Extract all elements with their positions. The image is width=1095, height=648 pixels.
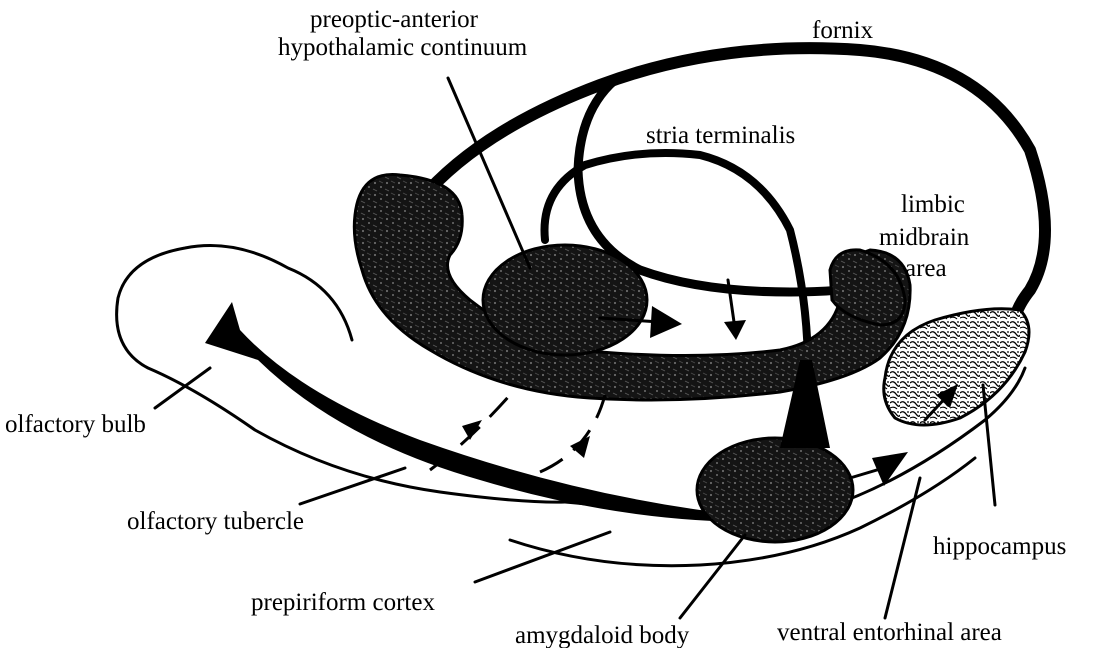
hypothalamic-nucleus bbox=[483, 245, 647, 355]
fornix-label: fornix bbox=[812, 17, 874, 44]
limbic-label-line2: midbrain bbox=[879, 224, 970, 251]
hippocampus-label: hippocampus bbox=[933, 533, 1066, 560]
preoptic-label-line1: preoptic-anterior bbox=[310, 6, 479, 33]
olfactory-projection-arrow-2 bbox=[570, 436, 590, 458]
olfactory-projection-dashed-2 bbox=[540, 395, 605, 472]
ventral-entorhinal-label: ventral entorhinal area bbox=[777, 619, 1002, 646]
preoptic-arrow-head bbox=[650, 306, 682, 338]
limbic-label-line1: limbic bbox=[901, 191, 965, 218]
limbic-label-line3: area bbox=[905, 255, 947, 282]
hippocampus-shape bbox=[884, 309, 1029, 425]
ventral-entorhinal-pointer-line bbox=[885, 478, 920, 618]
olfactory-projection-arrow-1 bbox=[462, 420, 482, 440]
stria-terminalis-label: stria terminalis bbox=[646, 122, 795, 149]
amygdaloid-body-pointer-line bbox=[680, 535, 745, 618]
stria-arrow-head bbox=[724, 320, 746, 340]
preoptic-label-line2: hypothalamic continuum bbox=[278, 34, 528, 61]
prepiriform-cortex-label: prepiriform cortex bbox=[251, 589, 435, 616]
olfactory-bulb-label: olfactory bulb bbox=[5, 411, 146, 438]
amygdaloid-nucleus bbox=[697, 438, 853, 542]
prepiriform-cortex-pointer-line bbox=[475, 532, 610, 582]
hippocampus-pointer-line bbox=[983, 385, 995, 505]
olfactory-tubercle-label: olfactory tubercle bbox=[127, 508, 304, 535]
amygdaloid-body-label: amygdaloid body bbox=[515, 622, 690, 648]
